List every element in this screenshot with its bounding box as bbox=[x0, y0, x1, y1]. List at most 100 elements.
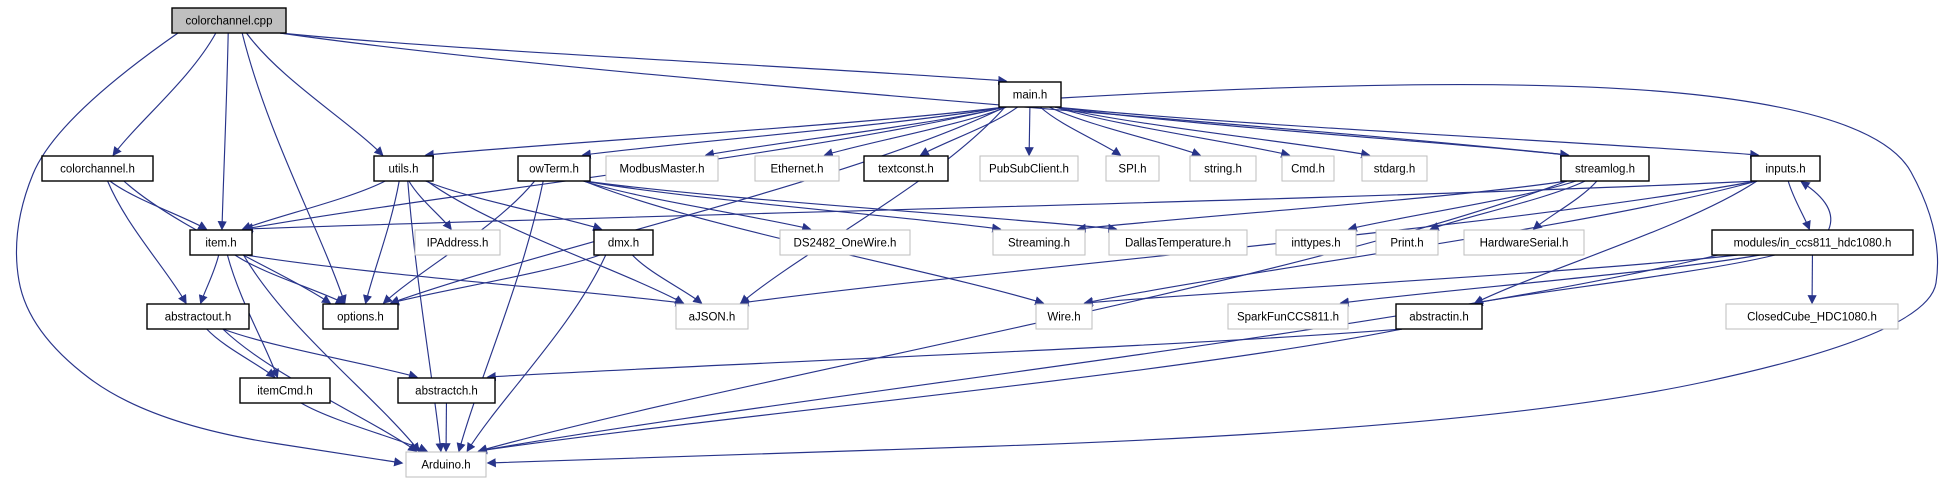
node-box-modbusmaster_h bbox=[605, 155, 719, 182]
node-box-arduino_h bbox=[405, 451, 487, 478]
edge-inputs_h-ajson_h bbox=[739, 180, 1758, 307]
node-abstractch_h[interactable]: abstractch.h bbox=[397, 377, 496, 404]
node-box-itemcmd_h bbox=[239, 377, 331, 404]
node-box-cpp bbox=[171, 7, 287, 34]
edge-item_h-arduino_h bbox=[243, 254, 420, 453]
node-label-pubsubclient_h: PubSubClient.h bbox=[989, 164, 1069, 176]
node-dmx_h[interactable]: dmx.h bbox=[593, 229, 654, 256]
edge-utils_h-arduino_h bbox=[407, 180, 445, 453]
node-streaming_h: Streaming.h bbox=[992, 229, 1086, 256]
edge-utils_h-item_h bbox=[241, 180, 386, 231]
edge-main_h-arduino_h bbox=[486, 84, 1939, 468]
node-main_h[interactable]: main.h bbox=[998, 81, 1062, 108]
node-owterm_h[interactable]: owTerm.h bbox=[517, 155, 591, 182]
node-box-streamlog_h bbox=[1560, 155, 1650, 182]
node-box-main_h bbox=[998, 81, 1062, 108]
edge-dmx_h-options_h bbox=[389, 254, 601, 306]
node-label-ds2482_h: DS2482_OneWire.h bbox=[794, 238, 897, 250]
edge-cpp-arduino_h bbox=[15, 32, 404, 467]
node-label-textconst_h: textconst.h bbox=[878, 164, 934, 176]
edge-main_h-string_h bbox=[1049, 106, 1202, 157]
node-label-modbusmaster_h: ModbusMaster.h bbox=[619, 164, 704, 176]
node-options_h[interactable]: options.h bbox=[322, 303, 399, 330]
node-box-closedcube_h bbox=[1725, 303, 1899, 330]
edge-utils_h-ajson_h bbox=[426, 180, 685, 304]
node-label-item_h: item.h bbox=[205, 238, 236, 250]
edge-streamlog_h-arduino_h bbox=[477, 180, 1568, 454]
node-label-streamlog_h: streamlog.h bbox=[1575, 164, 1635, 176]
edge-streamlog_h-inttypes_h bbox=[1347, 180, 1577, 232]
edge-modules_h-arduino_h bbox=[477, 254, 1719, 455]
node-label-owterm_h: owTerm.h bbox=[529, 164, 579, 176]
edge-main_h-spi_h bbox=[1039, 106, 1122, 156]
node-box-item_h bbox=[189, 229, 253, 256]
node-label-utils_h: utils.h bbox=[388, 164, 418, 176]
node-box-options_h bbox=[322, 303, 399, 330]
node-box-spi_h bbox=[1105, 155, 1160, 182]
node-itemcmd_h[interactable]: itemCmd.h bbox=[239, 377, 331, 404]
edge-cpp-colorchannel_h bbox=[112, 32, 217, 157]
node-box-pubsubclient_h bbox=[979, 155, 1079, 182]
node-label-wire_h: Wire.h bbox=[1047, 312, 1080, 324]
node-label-ipaddress_h: IPAddress.h bbox=[427, 238, 489, 250]
edge-dmx_h-ajson_h bbox=[631, 254, 703, 304]
node-box-streaming_h bbox=[992, 229, 1086, 256]
node-box-inputs_h bbox=[1750, 155, 1821, 182]
node-inputs_h[interactable]: inputs.h bbox=[1750, 155, 1821, 182]
node-print_h: Print.h bbox=[1375, 229, 1439, 256]
edge-utils_h-options_h bbox=[363, 180, 400, 305]
edge-modules_h-sparkfun_h bbox=[1339, 254, 1761, 307]
node-textconst_h[interactable]: textconst.h bbox=[863, 155, 949, 182]
edge-cpp-options_h bbox=[241, 32, 347, 305]
node-box-modules_h bbox=[1711, 229, 1914, 256]
edge-main_h-pubsubclient_h bbox=[1024, 106, 1034, 157]
edge-inputs_h-modules_h bbox=[1787, 180, 1811, 231]
node-spi_h: SPI.h bbox=[1105, 155, 1160, 182]
node-label-dallastemp_h: DallasTemperature.h bbox=[1125, 238, 1231, 250]
node-streamlog_h[interactable]: streamlog.h bbox=[1560, 155, 1650, 182]
edge-abstractout_h-itemcmd_h bbox=[206, 328, 276, 378]
edge-main_h-streamlog_h bbox=[1054, 106, 1570, 159]
edge-item_h-ajson_h bbox=[245, 254, 685, 307]
node-box-dmx_h bbox=[593, 229, 654, 256]
node-label-abstractin_h: abstractin.h bbox=[1409, 312, 1468, 324]
node-modules_h[interactable]: modules/in_ccs811_hdc1080.h bbox=[1711, 229, 1914, 256]
edge-dmx_h-arduino_h bbox=[466, 254, 607, 453]
edge-main_h-stdarg_h bbox=[1054, 106, 1371, 159]
node-box-hwserial_h bbox=[1463, 229, 1585, 256]
node-dallastemp_h: DallasTemperature.h bbox=[1108, 229, 1248, 256]
node-cpp: colorchannel.cpp bbox=[171, 7, 287, 34]
node-pubsubclient_h: PubSubClient.h bbox=[979, 155, 1079, 182]
edge-main_h-ajson_h bbox=[739, 106, 1006, 304]
node-item_h[interactable]: item.h bbox=[189, 229, 253, 256]
node-utils_h[interactable]: utils.h bbox=[373, 155, 434, 182]
edge-modules_h-wire_h bbox=[1083, 254, 1738, 307]
node-label-arduino_h: Arduino.h bbox=[421, 460, 470, 472]
edge-item_h-abstractout_h bbox=[198, 254, 220, 305]
node-box-string_h bbox=[1189, 155, 1257, 182]
node-ipaddress_h: IPAddress.h bbox=[414, 229, 501, 256]
node-inttypes_h: inttypes.h bbox=[1275, 229, 1357, 256]
node-sparkfun_h: SparkFunCCS811.h bbox=[1227, 303, 1349, 330]
node-box-owterm_h bbox=[517, 155, 591, 182]
node-box-ajson_h bbox=[675, 303, 749, 330]
edge-utils_h-dmx_h bbox=[425, 180, 603, 232]
edge-streamlog_h-streaming_h bbox=[1076, 180, 1568, 233]
edge-main_h-ethernet_h bbox=[823, 106, 1007, 158]
node-box-ethernet_h bbox=[754, 155, 840, 182]
node-label-cmd_h: Cmd.h bbox=[1291, 164, 1325, 176]
node-colorchannel_h[interactable]: colorchannel.h bbox=[41, 155, 154, 182]
edge-item_h-options_h bbox=[234, 254, 345, 304]
node-label-abstractout_h: abstractout.h bbox=[165, 312, 231, 324]
node-ethernet_h: Ethernet.h bbox=[754, 155, 840, 182]
node-abstractout_h[interactable]: abstractout.h bbox=[146, 303, 250, 330]
edge-colorchannel_h-item_h bbox=[109, 180, 208, 230]
node-stdarg_h: stdarg.h bbox=[1361, 155, 1428, 182]
node-box-utils_h bbox=[373, 155, 434, 182]
node-label-hwserial_h: HardwareSerial.h bbox=[1480, 238, 1569, 250]
edge-cpp-main_h bbox=[279, 32, 1008, 86]
node-abstractin_h[interactable]: abstractin.h bbox=[1395, 303, 1483, 330]
node-box-colorchannel_h bbox=[41, 155, 154, 182]
edge-main_h-owterm_h bbox=[581, 106, 1006, 159]
node-closedcube_h: ClosedCube_HDC1080.h bbox=[1725, 303, 1899, 330]
